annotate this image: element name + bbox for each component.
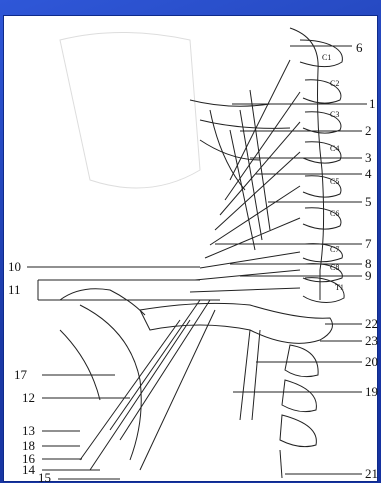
label-7: 7 <box>365 236 372 251</box>
label-3: 3 <box>365 150 372 165</box>
clavicle-outline <box>140 303 332 343</box>
label-20: 20 <box>365 354 378 369</box>
nerve-trunk-line <box>230 130 255 250</box>
label-c2: C2 <box>330 79 339 88</box>
rib-segment <box>280 415 316 447</box>
label-21: 21 <box>365 466 378 481</box>
label-13: 13 <box>22 423 35 438</box>
nerve-trunk-line <box>240 110 262 240</box>
label-10: 10 <box>8 259 21 274</box>
vessel-line <box>240 330 250 420</box>
rib-segment <box>285 345 318 377</box>
nerve-trunk-line <box>190 100 270 106</box>
nerve-cord-line <box>120 300 210 440</box>
label-2: 2 <box>365 123 372 138</box>
label-c4: C4 <box>330 144 339 153</box>
label-t1: T1 <box>335 283 344 292</box>
nerve-trunk-line <box>200 140 260 160</box>
shoulder-outline <box>60 289 145 315</box>
background-outline <box>60 33 200 189</box>
label-c1: C1 <box>322 53 331 62</box>
arm-outline <box>60 330 100 400</box>
nerve-cord-line <box>80 320 180 460</box>
humerus-outline <box>80 305 141 460</box>
label-4: 4 <box>365 166 372 181</box>
nerve-root-line <box>210 186 300 245</box>
rib-segment <box>280 450 282 478</box>
vessel-line <box>252 330 260 420</box>
nerve-cord-line <box>110 300 200 430</box>
label-14: 14 <box>22 462 36 477</box>
label-c3: C3 <box>330 110 339 119</box>
label-c6: C6 <box>330 209 339 218</box>
label-22: 22 <box>365 316 378 331</box>
nerve-root-line <box>190 288 300 292</box>
label-5: 5 <box>365 194 372 209</box>
label-6: 6 <box>356 40 363 55</box>
label-11: 11 <box>8 282 21 297</box>
label-c5: C5 <box>330 177 339 186</box>
label-c8: C8 <box>330 263 339 272</box>
label-9: 9 <box>365 268 372 283</box>
label-19: 19 <box>365 384 378 399</box>
nerve-root-line <box>225 92 300 200</box>
label-12: 12 <box>22 390 35 405</box>
nerve-root-line <box>220 122 300 215</box>
label-17: 17 <box>14 367 28 382</box>
nerve-root-line <box>195 270 300 280</box>
rib-segment <box>282 380 316 412</box>
label-23: 23 <box>365 333 378 348</box>
nerve-cord-line <box>140 310 215 470</box>
label-15: 15 <box>38 470 51 483</box>
label-1: 1 <box>369 96 376 111</box>
label-c7: C7 <box>330 245 339 254</box>
nerve-root-line <box>200 252 300 268</box>
